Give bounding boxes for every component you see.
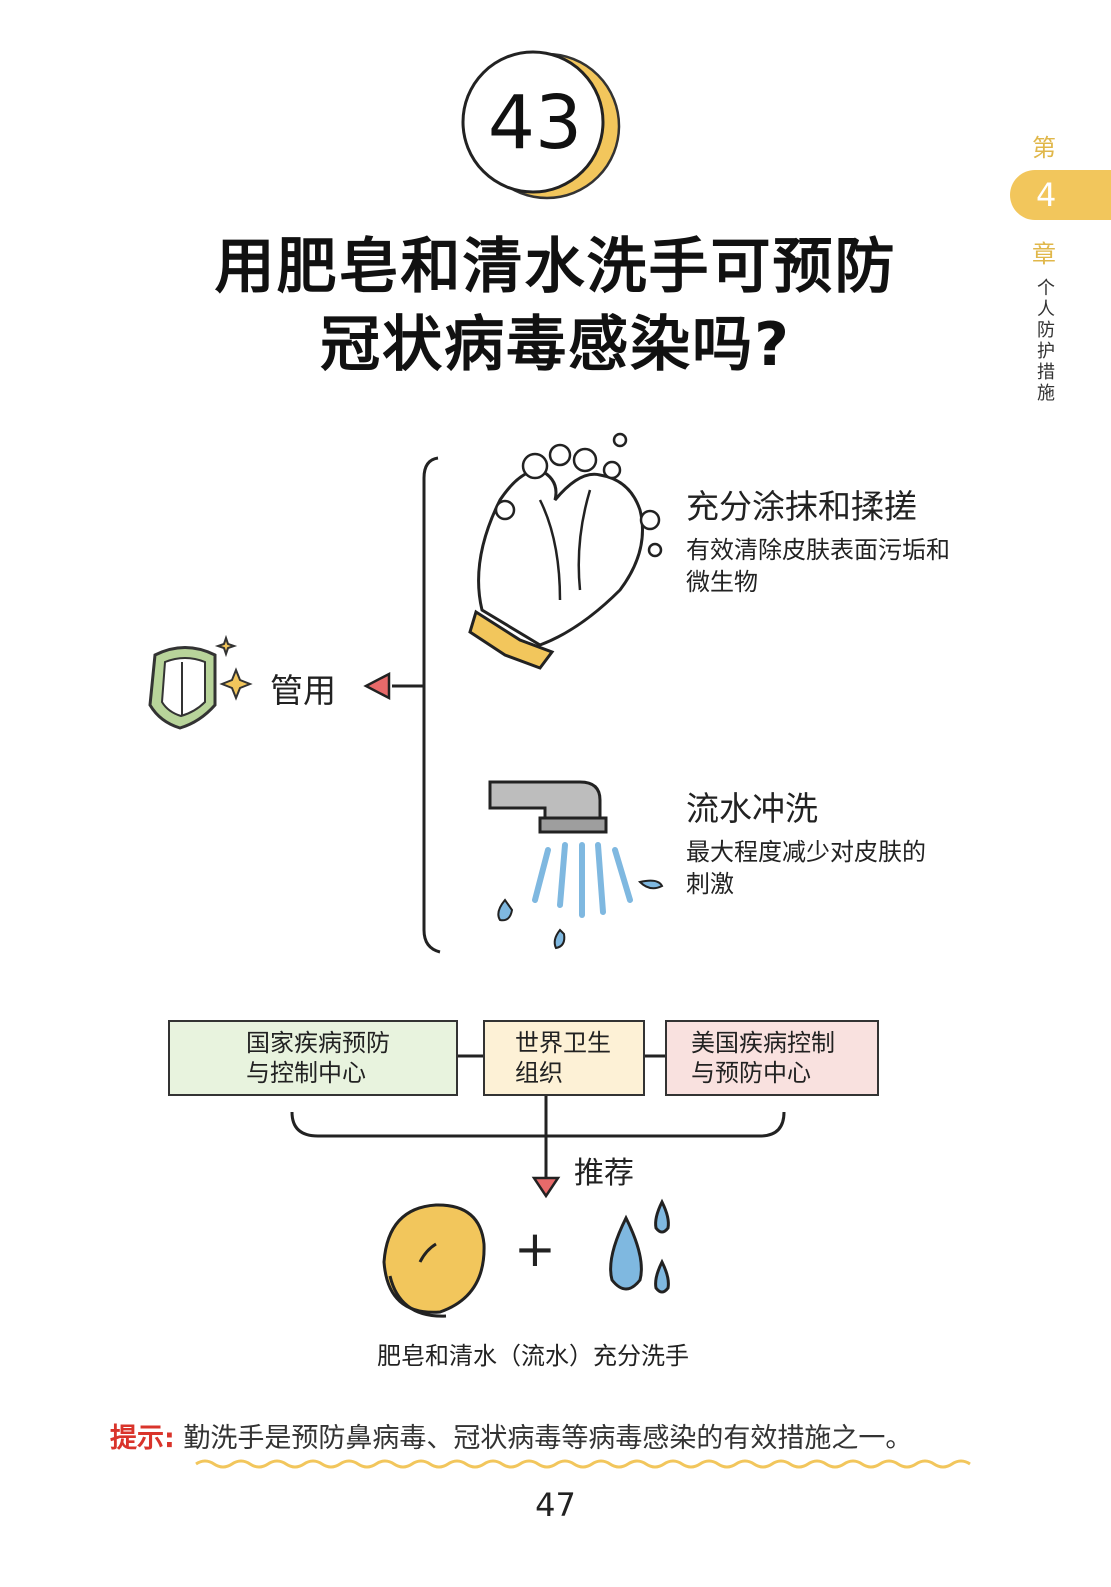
bracket-line xyxy=(422,456,441,954)
chapter-subtitle-char: 防 xyxy=(1037,320,1055,341)
method-heading: 流水冲洗 xyxy=(686,789,818,828)
chapter-subtitle: 个 人 防 护 措 施 xyxy=(1034,278,1058,404)
org-name-line: 世界卫生 xyxy=(515,1029,611,1057)
org-box-us-cdc: 美国疾病控制 与预防中心 xyxy=(665,1020,879,1096)
tip-wavy-underline xyxy=(195,1459,971,1469)
method-desc-line: 刺激 xyxy=(686,870,734,898)
water-stream-icon xyxy=(532,842,633,918)
tip-label: 提示: xyxy=(110,1423,175,1454)
question-number: 43 xyxy=(487,80,583,166)
tip-line: 提示: 勤洗手是预防鼻病毒、冠状病毒等病毒感染的有效措施之一。 xyxy=(110,1416,912,1455)
chapter-subtitle-char: 人 xyxy=(1037,299,1055,320)
recommend-arrow-head xyxy=(531,1176,561,1199)
water-drop-icon xyxy=(497,879,664,950)
org-name-line: 与预防中心 xyxy=(691,1059,811,1087)
water-drops-icon xyxy=(609,1198,670,1294)
page-title: 用肥皂和清水洗手可预防 冠状病毒感染吗? xyxy=(0,228,1111,384)
chapter-subtitle-char: 个 xyxy=(1037,278,1055,299)
chapter-prefix: 第 xyxy=(1032,134,1056,162)
chapter-suffix: 章 xyxy=(1032,240,1056,268)
title-line-2: 冠状病毒感染吗? xyxy=(320,310,791,380)
method-heading: 充分涂抹和揉搓 xyxy=(686,487,917,526)
page-number: 47 xyxy=(535,1486,576,1524)
title-line-1: 用肥皂和清水洗手可预防 xyxy=(214,232,897,302)
method-desc-line: 最大程度减少对皮肤的 xyxy=(686,838,926,866)
org-brace xyxy=(290,1111,786,1138)
chapter-number: 4 xyxy=(1010,170,1111,220)
recommend-caption: 肥皂和清水（流水）充分洗手 xyxy=(377,1342,689,1370)
method-desc-line: 微生物 xyxy=(686,568,758,596)
org-box-china-cdc: 国家疾病预防 与控制中心 xyxy=(168,1020,458,1096)
method-desc-line: 有效清除皮肤表面污垢和 xyxy=(686,536,950,564)
question-number-badge: 43 xyxy=(455,50,630,200)
method-item-rub: 充分涂抹和揉搓 有效清除皮肤表面污垢和 微生物 xyxy=(686,480,950,598)
org-name-line: 美国疾病控制 xyxy=(691,1029,835,1057)
shield-icon xyxy=(148,646,217,730)
tip-text: 勤洗手是预防鼻病毒、冠状病毒等病毒感染的有效措施之一。 xyxy=(183,1423,913,1454)
washing-hands-icon xyxy=(468,432,663,670)
crescent-badge-icon xyxy=(461,50,621,200)
chapter-subtitle-char: 措 xyxy=(1037,362,1055,383)
faucet-icon xyxy=(488,780,608,834)
arrow-head xyxy=(363,671,391,701)
chapter-subtitle-char: 施 xyxy=(1037,383,1055,404)
org-name-line: 与控制中心 xyxy=(246,1059,366,1087)
org-box-who: 世界卫生 组织 xyxy=(483,1020,645,1096)
result-label: 管用 xyxy=(270,671,336,710)
plus-sign: + xyxy=(514,1220,556,1278)
chapter-subtitle-char: 护 xyxy=(1037,341,1055,362)
recommend-label: 推荐 xyxy=(574,1156,634,1191)
soap-bar-icon xyxy=(382,1203,486,1318)
chapter-side-tab: 第 4 章 个 人 防 护 措 施 xyxy=(1010,118,1111,438)
org-name-line: 组织 xyxy=(515,1059,563,1087)
sparkle-icon xyxy=(214,634,253,701)
method-item-rinse: 流水冲洗 最大程度减少对皮肤的 刺激 xyxy=(686,782,926,900)
org-name-line: 国家疾病预防 xyxy=(246,1029,390,1057)
